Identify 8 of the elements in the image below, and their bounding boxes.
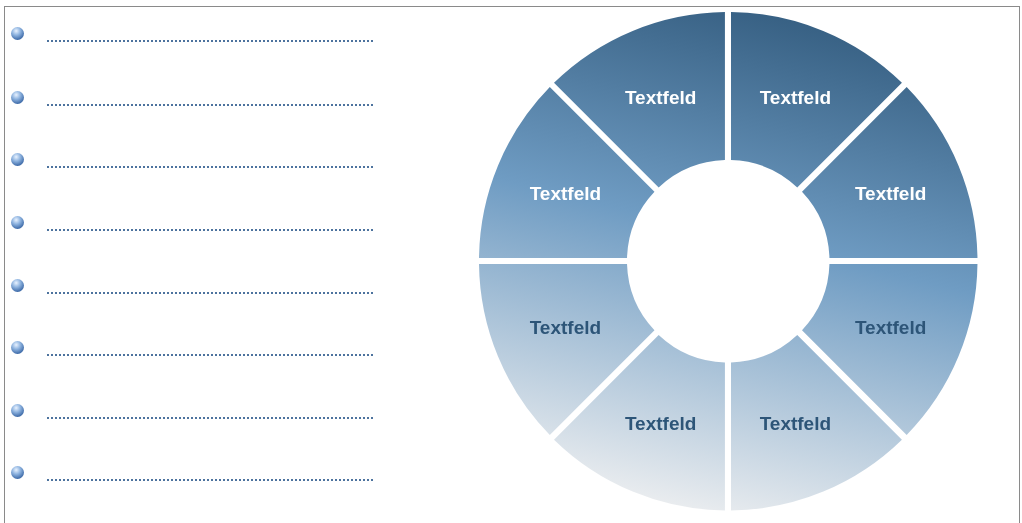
segment-label: Textfeld	[529, 182, 602, 205]
segment-label: Textfeld	[854, 317, 927, 340]
segment-label: Textfeld	[759, 87, 832, 110]
segment-label: Textfeld	[529, 317, 602, 340]
segment-label: Textfeld	[624, 87, 697, 110]
segment-label: Textfeld	[854, 182, 927, 205]
segment-label: Textfeld	[759, 412, 832, 435]
segment-label: Textfeld	[624, 412, 697, 435]
